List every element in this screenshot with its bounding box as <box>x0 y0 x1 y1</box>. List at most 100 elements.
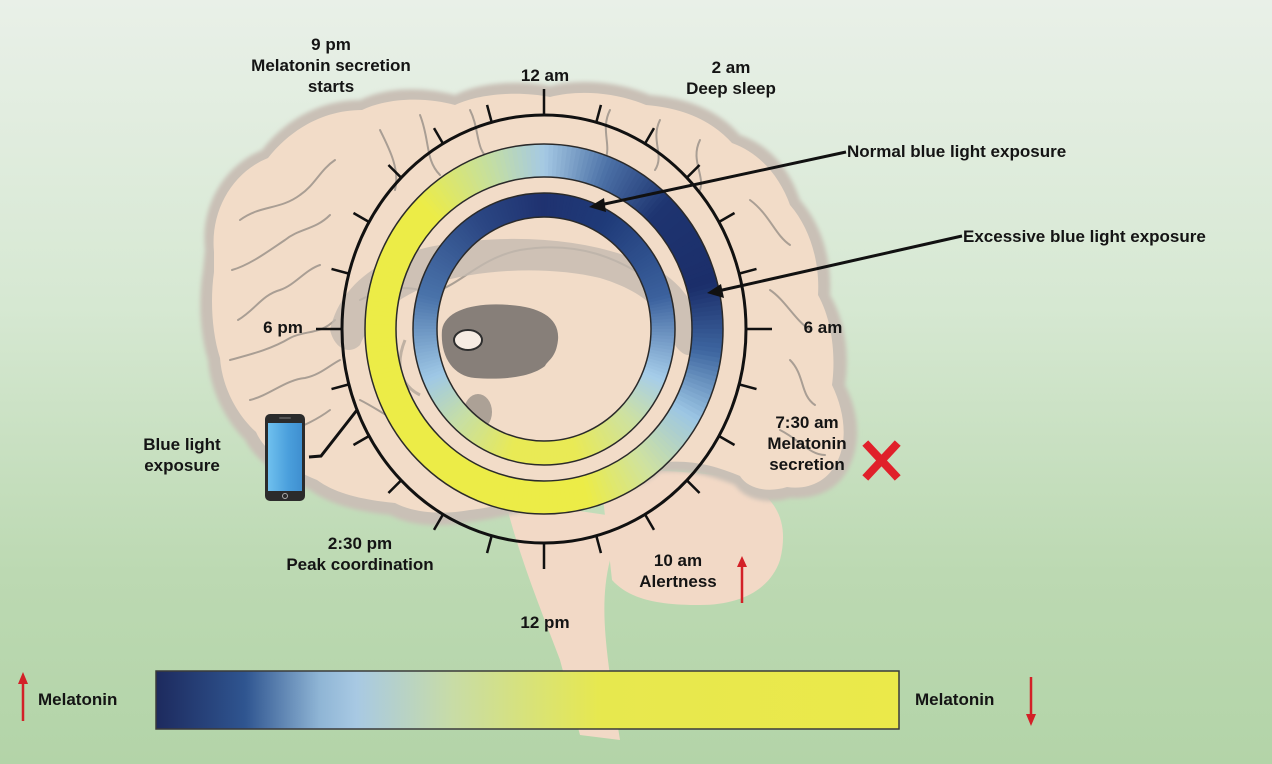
excessive-ring-segment <box>563 145 573 179</box>
excessive-ring-segment <box>442 453 464 485</box>
phone-connector-line <box>308 409 359 459</box>
normal-ring-segment <box>604 216 622 239</box>
normal-ring-segment <box>595 209 610 233</box>
normal-ring-segment <box>639 377 663 392</box>
excessive-ring-segment <box>424 187 449 217</box>
excessive-ring-segment <box>614 166 635 198</box>
normal-ring-segment <box>641 371 666 385</box>
excessive-ring-segment <box>658 421 687 446</box>
excessive-exposure-ring <box>364 143 724 515</box>
normal-ring-segment <box>642 276 667 290</box>
callout-excessive-label: Excessive blue light exposure <box>963 227 1206 246</box>
label-730am: 7:30 am Melatonin secretion <box>752 412 862 475</box>
excessive-ring-segment <box>690 304 723 314</box>
normal-ring-segment <box>646 357 671 369</box>
normal-ring-segment <box>650 325 675 330</box>
clock-tick-hour-10 <box>643 513 656 531</box>
excessive-ring-segment <box>516 145 526 179</box>
excessive-ring-segment <box>365 332 397 339</box>
normal-ring-segment <box>644 363 669 375</box>
normal-ring-segment <box>643 280 668 293</box>
normal-ring-segment <box>617 230 637 251</box>
normal-ring-segment <box>631 390 654 407</box>
normal-ring-segment <box>571 436 582 461</box>
callout-normal-label: Normal blue light exposure <box>847 142 1067 161</box>
excessive-ring-segment <box>627 451 650 482</box>
normal-ring-segment <box>503 198 515 223</box>
excessive-ring-segment <box>430 446 454 476</box>
excessive-ring-segment <box>585 473 600 507</box>
normal-ring-segment <box>625 399 646 418</box>
normal-ring-segment <box>621 235 642 255</box>
normal-ring-segment <box>606 417 624 440</box>
label-230pm: 2:30 pm Peak coordination <box>262 533 458 575</box>
excessive-ring-segment <box>589 472 604 506</box>
excessive-ring-segment <box>399 215 427 240</box>
normal-ring-segment <box>433 389 456 407</box>
excessive-ring-segment <box>611 164 631 196</box>
alertness-up-arrow <box>737 556 747 603</box>
excessive-ring-segment <box>577 475 591 510</box>
normal-ring-segment <box>436 248 458 266</box>
excessive-ring-segment <box>551 144 559 178</box>
excessive-ring-segment <box>368 289 400 302</box>
normal-ring-segment <box>640 270 664 284</box>
normal-ring-segment <box>615 410 635 431</box>
excessive-ring-segment <box>427 184 452 214</box>
excessive-ring-segment <box>423 441 448 470</box>
normal-ring-segment <box>425 266 449 281</box>
excessive-ring-segment <box>410 430 437 457</box>
normal-ring-segment <box>467 216 484 239</box>
excessive-ring-segment <box>620 456 642 488</box>
normal-ring-segment <box>448 232 469 252</box>
normal-ring-segment <box>563 195 572 220</box>
excessive-ring-segment <box>529 480 537 514</box>
normal-ring-segment <box>484 428 498 452</box>
normal-ring-segment <box>428 260 452 276</box>
normal-ring-segment <box>413 340 438 347</box>
normal-ring-segment <box>418 286 443 298</box>
excessive-ring-segment <box>582 150 596 184</box>
excessive-ring-segment <box>684 372 716 387</box>
excessive-ring-segment <box>610 462 630 495</box>
excessive-ring-segment <box>391 407 420 430</box>
normal-ring-segment <box>613 225 633 247</box>
excessive-ring-segment <box>386 235 417 257</box>
excessive-ring-segment <box>653 427 681 454</box>
excessive-ring-segment <box>691 336 723 345</box>
excessive-ring-segment <box>365 308 397 318</box>
normal-ring-segment <box>602 214 619 237</box>
excessive-ring-segment <box>651 201 678 228</box>
normal-ring-segment <box>650 337 675 344</box>
label-9pm-line2: Melatonin secretion <box>251 56 411 75</box>
label-blue-light-line2: exposure <box>144 456 220 475</box>
normal-ring-segment <box>472 212 489 236</box>
excessive-ring-segment <box>547 480 554 514</box>
clock-tick-hour-14 <box>432 513 445 531</box>
excessive-ring-segment <box>479 470 495 504</box>
excessive-ring-segment <box>435 178 458 209</box>
melatonin-gradient-bar <box>155 670 900 730</box>
normal-ring-segment <box>472 422 489 445</box>
normal-ring-segment <box>592 207 607 231</box>
clock-tick-hour-7 <box>738 383 757 391</box>
normal-ring-segment <box>466 419 484 442</box>
normal-ring-segment <box>512 437 522 463</box>
normal-ring-segment <box>510 196 520 221</box>
excessive-ring-segment <box>519 479 529 513</box>
excessive-ring-segment <box>462 161 481 194</box>
normal-ring-segment <box>630 392 652 410</box>
excessive-ring-segment <box>639 441 664 471</box>
normal-ring-segment <box>554 440 562 465</box>
normal-ring-segment <box>484 206 499 230</box>
normal-ring-segment <box>432 387 455 404</box>
normal-ring-segment <box>523 194 531 219</box>
excessive-ring-segment <box>384 397 414 418</box>
normal-ring-segment <box>487 204 501 228</box>
excessive-ring-segment <box>687 285 720 298</box>
clock-tick-hour-11 <box>595 535 603 554</box>
normal-ring-segment <box>576 434 588 459</box>
normal-ring-segment <box>414 303 439 312</box>
normal-ring-segment <box>503 435 514 460</box>
excessive-ring-segment <box>671 401 702 423</box>
